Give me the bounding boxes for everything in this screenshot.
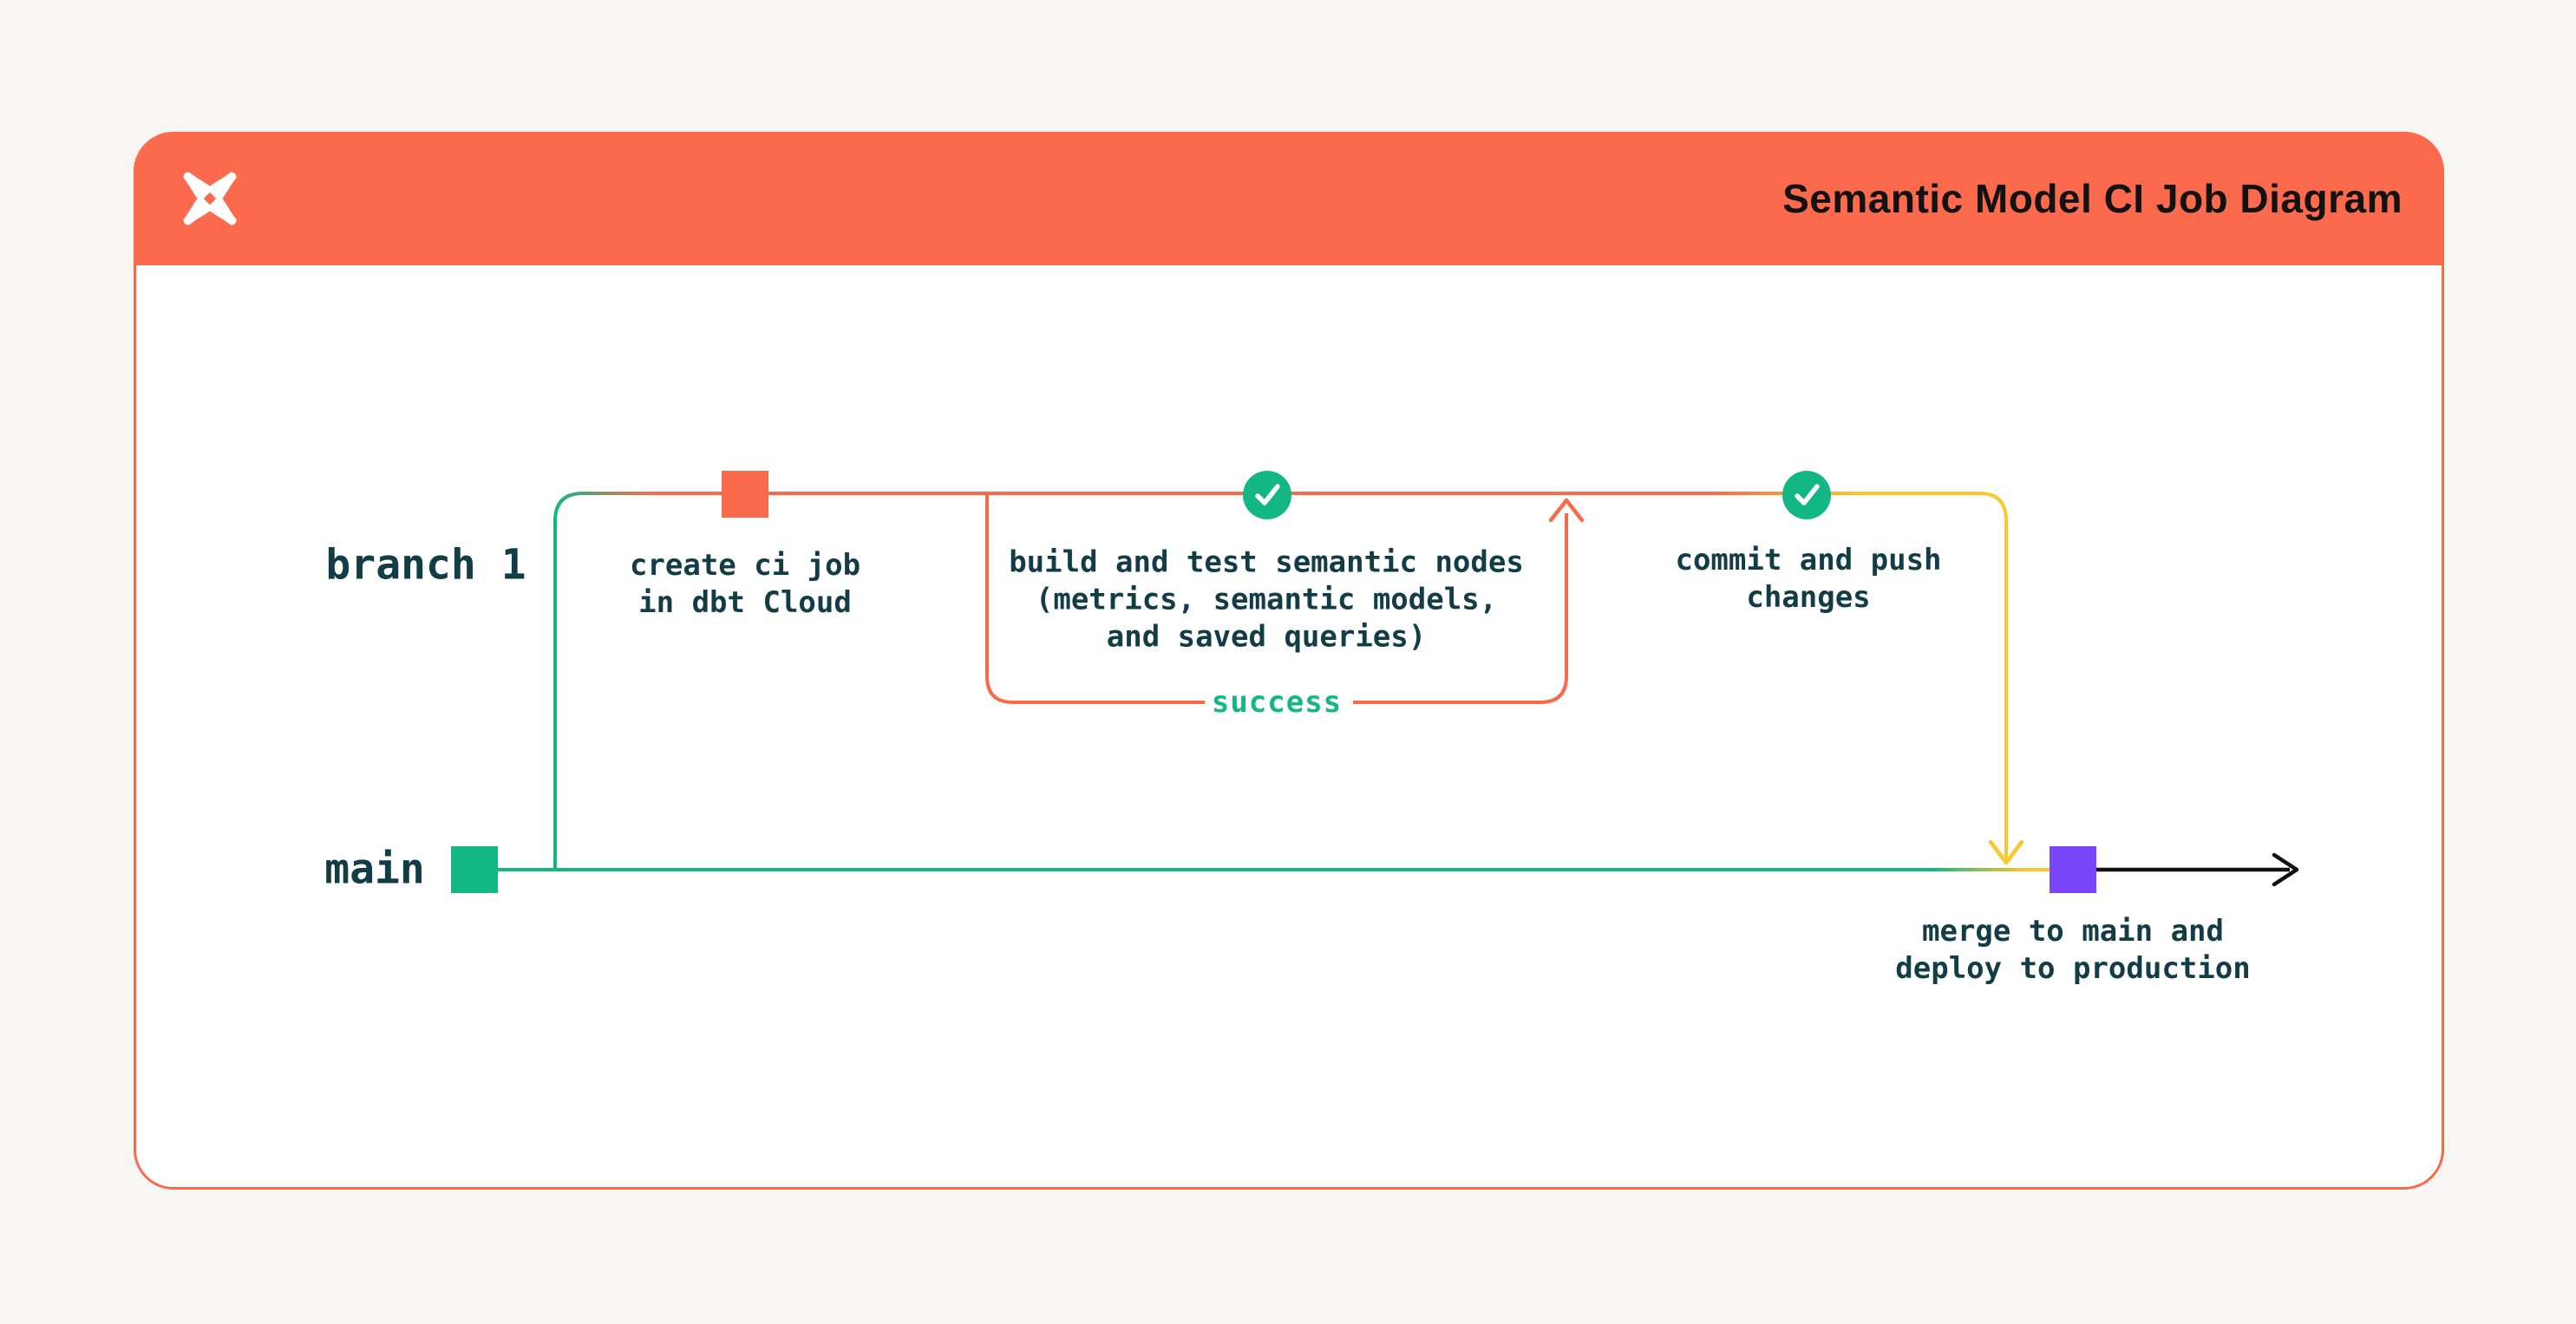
main-lane-label: main — [324, 845, 425, 894]
page-title: Semantic Model CI Job Diagram — [1782, 176, 2403, 221]
build-test-node-label: build and test semantic nodes (metrics, … — [1009, 545, 1524, 655]
merge-deploy-node-label: merge to main and deploy to production — [1895, 914, 2251, 986]
success-edge-label: success — [1211, 685, 1343, 720]
header-bar: Semantic Model CI Job Diagram — [134, 132, 2444, 265]
create-ci-node-label: create ci job in dbt Cloud — [629, 548, 861, 620]
branch1-lane-label: branch 1 — [325, 540, 526, 590]
diagram-card: Semantic Model CI Job Diagram — [134, 132, 2444, 1190]
dbt-logo-icon — [183, 172, 237, 225]
commit-push-node-label: commit and push changes — [1675, 543, 1942, 615]
